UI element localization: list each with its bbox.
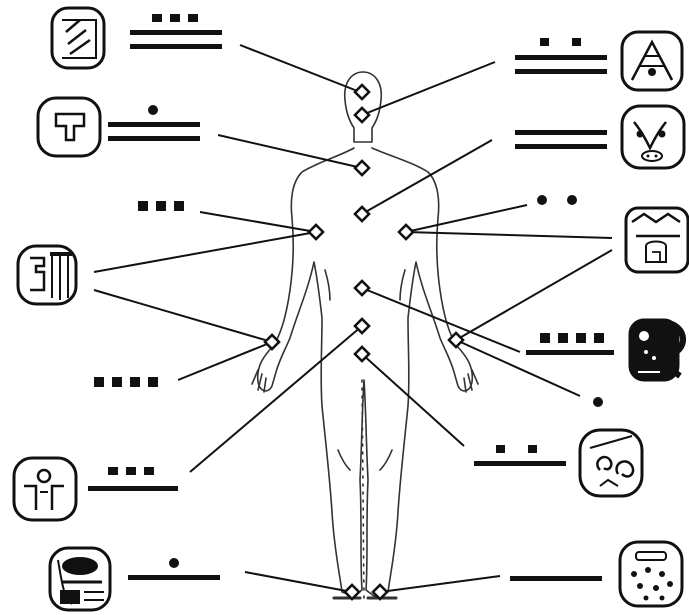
- maya-day-sign-dotted-icon: [620, 542, 682, 606]
- maya-day-sign-ik-icon: [38, 98, 100, 156]
- numeral-left-3: [138, 201, 184, 211]
- node-chest: [355, 207, 369, 221]
- numeral-left-1: [130, 14, 222, 49]
- node-wrist-left: [265, 335, 279, 349]
- numeral-left-2: [108, 105, 200, 141]
- node-shoulder-right: [399, 225, 413, 239]
- maya-day-sign-serpent-icon: [630, 320, 683, 380]
- maya-day-sign-akbal-icon: [52, 8, 104, 68]
- numeral-right-1: [515, 38, 607, 74]
- numeral-right-4: [526, 333, 614, 355]
- maya-day-sign-manik-icon: [622, 32, 682, 90]
- maya-day-sign-round-cartouche-icon: [14, 458, 76, 520]
- maya-day-sign-profile-head-icon: [18, 246, 76, 304]
- node-forehead: [355, 108, 369, 122]
- maya-day-sign-monkey-face-icon: [622, 106, 684, 168]
- numeral-left-4: [94, 377, 158, 387]
- maya-day-sign-dark-icon: [50, 548, 110, 610]
- numeral-right-3: [537, 195, 577, 205]
- numeral-left-6: [128, 558, 220, 580]
- node-crown: [355, 85, 369, 99]
- maya-day-sign-ornate-icon: [626, 208, 688, 272]
- numeral-right-6: [510, 576, 602, 581]
- numeral-right-2: [515, 130, 607, 149]
- node-shoulder-left: [309, 225, 323, 239]
- node-throat: [355, 161, 369, 175]
- numeral-left-5: [88, 467, 178, 491]
- maya-day-sign-caban-spiral-icon: [580, 430, 642, 496]
- node-stomach: [355, 281, 369, 295]
- numeral-lone-dot: [593, 397, 603, 407]
- bar-dot-numerals: [88, 14, 614, 581]
- glyph-cartouches: [14, 8, 688, 610]
- numeral-right-5: [474, 445, 566, 466]
- body-nodes: [265, 85, 463, 599]
- figure-head: [345, 72, 382, 142]
